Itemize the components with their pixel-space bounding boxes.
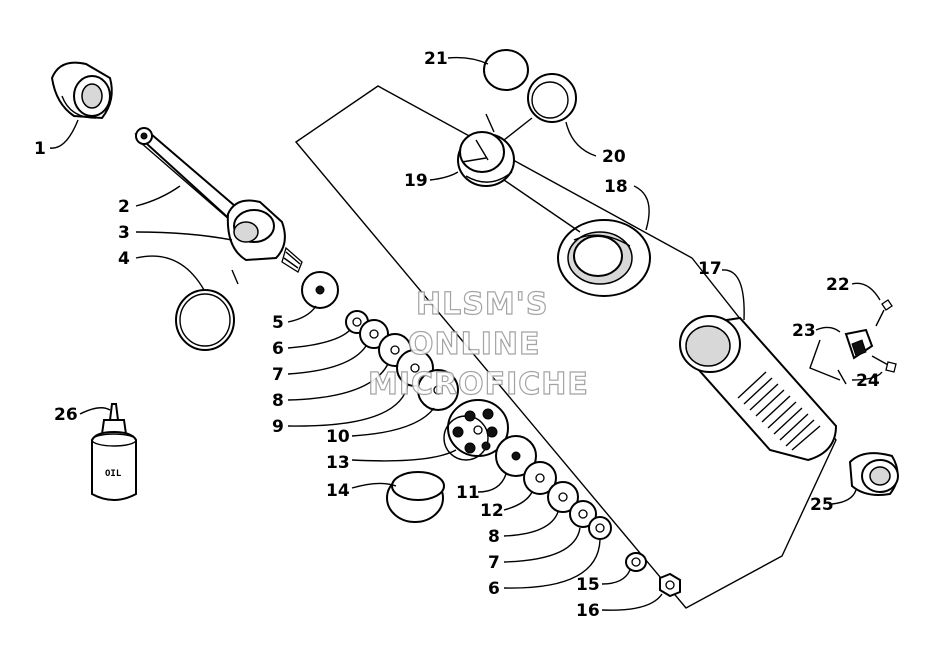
part-24-screw xyxy=(871,355,897,373)
callout-8-lower: 8 xyxy=(488,527,500,547)
callout-8: 8 xyxy=(272,391,284,411)
callout-23: 23 xyxy=(792,321,816,341)
callout-labels: 1 2 3 4 5 6 7 8 9 10 13 14 11 12 8 7 6 1… xyxy=(34,49,880,621)
part-23-valve xyxy=(809,328,874,385)
callout-12: 12 xyxy=(480,501,504,521)
watermark-line-3: MICROFICHE xyxy=(368,367,589,402)
callout-13: 13 xyxy=(326,453,350,473)
callout-9: 9 xyxy=(272,417,284,437)
part-4-o-ring xyxy=(175,289,235,351)
part-12-shim xyxy=(523,461,557,495)
callout-21: 21 xyxy=(424,49,448,69)
callout-3: 3 xyxy=(118,223,130,243)
callout-17: 17 xyxy=(698,259,722,279)
part-16-nut xyxy=(659,572,681,598)
leader-lines xyxy=(49,56,883,611)
callout-26: 26 xyxy=(54,405,78,425)
oil-label: OIL xyxy=(105,469,122,479)
part-8-shim-lower xyxy=(547,481,579,513)
callout-10: 10 xyxy=(326,427,350,447)
callout-15: 15 xyxy=(576,575,600,595)
callout-24: 24 xyxy=(856,371,880,391)
callout-16: 16 xyxy=(576,601,600,621)
callout-1: 1 xyxy=(34,139,46,159)
callout-7: 7 xyxy=(272,365,284,385)
part-1-bushing xyxy=(50,61,113,120)
part-17-shock-body xyxy=(679,315,838,462)
callout-20: 20 xyxy=(602,147,626,167)
callout-22: 22 xyxy=(826,275,850,295)
callout-5: 5 xyxy=(272,313,284,333)
part-25-bushing xyxy=(848,452,899,496)
bellows-ribs xyxy=(737,371,821,451)
part-3-seal-head xyxy=(226,199,303,273)
part-13-piston xyxy=(443,399,509,461)
part-14-piston-band xyxy=(386,471,445,523)
part-6-shim-lower xyxy=(588,516,612,540)
assembly-boundary xyxy=(294,85,837,609)
callout-7-lower: 7 xyxy=(488,553,500,573)
callout-2: 2 xyxy=(118,197,130,217)
watermark-line-2: ONLINE xyxy=(408,327,541,362)
part-5-washer xyxy=(301,271,339,309)
part-22-screw xyxy=(875,299,893,327)
part-11-washer xyxy=(495,435,537,477)
watermark-line-1: HLSM'S xyxy=(416,287,548,322)
part-19-cap xyxy=(457,131,515,187)
callout-19: 19 xyxy=(404,171,428,191)
part-20-bushing-ring xyxy=(527,73,577,123)
callout-25: 25 xyxy=(810,495,834,515)
part-10-shim xyxy=(417,369,459,411)
callout-18: 18 xyxy=(604,177,628,197)
part-18-spring-seat xyxy=(557,219,651,297)
callout-4: 4 xyxy=(118,249,130,269)
callout-6: 6 xyxy=(272,339,284,359)
part-26-oil-bottle: OIL xyxy=(91,403,137,501)
callout-11: 11 xyxy=(456,483,480,503)
callout-6-lower: 6 xyxy=(488,579,500,599)
part-7-shim-lower xyxy=(569,500,597,528)
part-15-washer xyxy=(625,552,647,572)
watermark: HLSM'S ONLINE MICROFICHE xyxy=(367,286,589,402)
callout-14: 14 xyxy=(326,481,350,501)
part-21-o-ring xyxy=(483,49,529,91)
